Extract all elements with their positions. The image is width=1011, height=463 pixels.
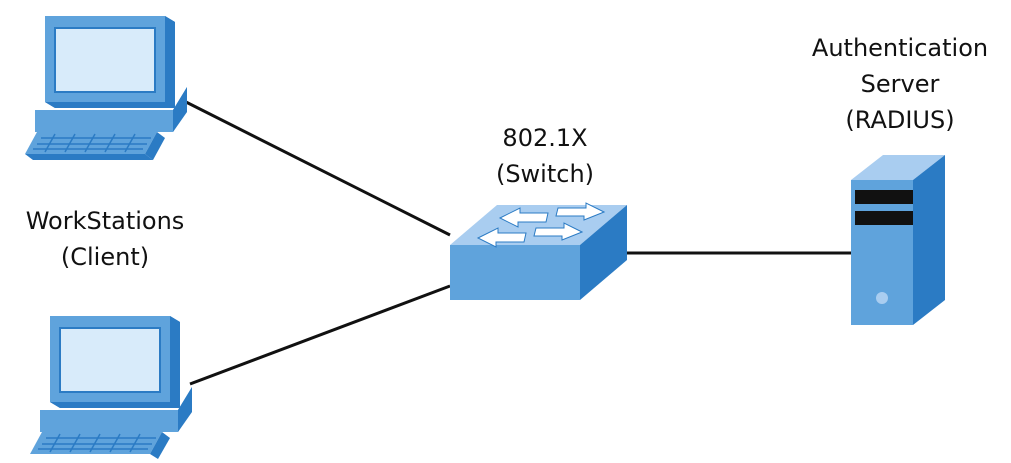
server-power-light [876,292,888,304]
workstations-label-line2: (Client) [60,243,150,271]
switch-label: 802.1X (Switch) [465,120,625,192]
link-top-workstation-to-switch [181,98,451,237]
desktop-computer-icon [25,16,187,160]
switch-label-line1: 802.1X [502,124,588,152]
server-drive-slot [855,211,913,225]
switch-label-line2: (Switch) [495,160,595,188]
server-label-line1: Authentication [811,34,989,62]
link-bottom-workstation-to-switch [189,284,451,386]
desktop-computer-icon [30,316,192,459]
server-label: Authentication Server (RADIUS) [785,30,1011,138]
server-label-line2: Server [860,70,940,98]
server-drive-slot [855,190,913,204]
workstations-label: WorkStations (Client) [0,203,210,275]
workstations-label-line1: WorkStations [25,207,185,235]
network-switch-icon [450,202,627,300]
server-label-line3: (RADIUS) [845,106,955,134]
tower-server-icon [851,155,945,325]
